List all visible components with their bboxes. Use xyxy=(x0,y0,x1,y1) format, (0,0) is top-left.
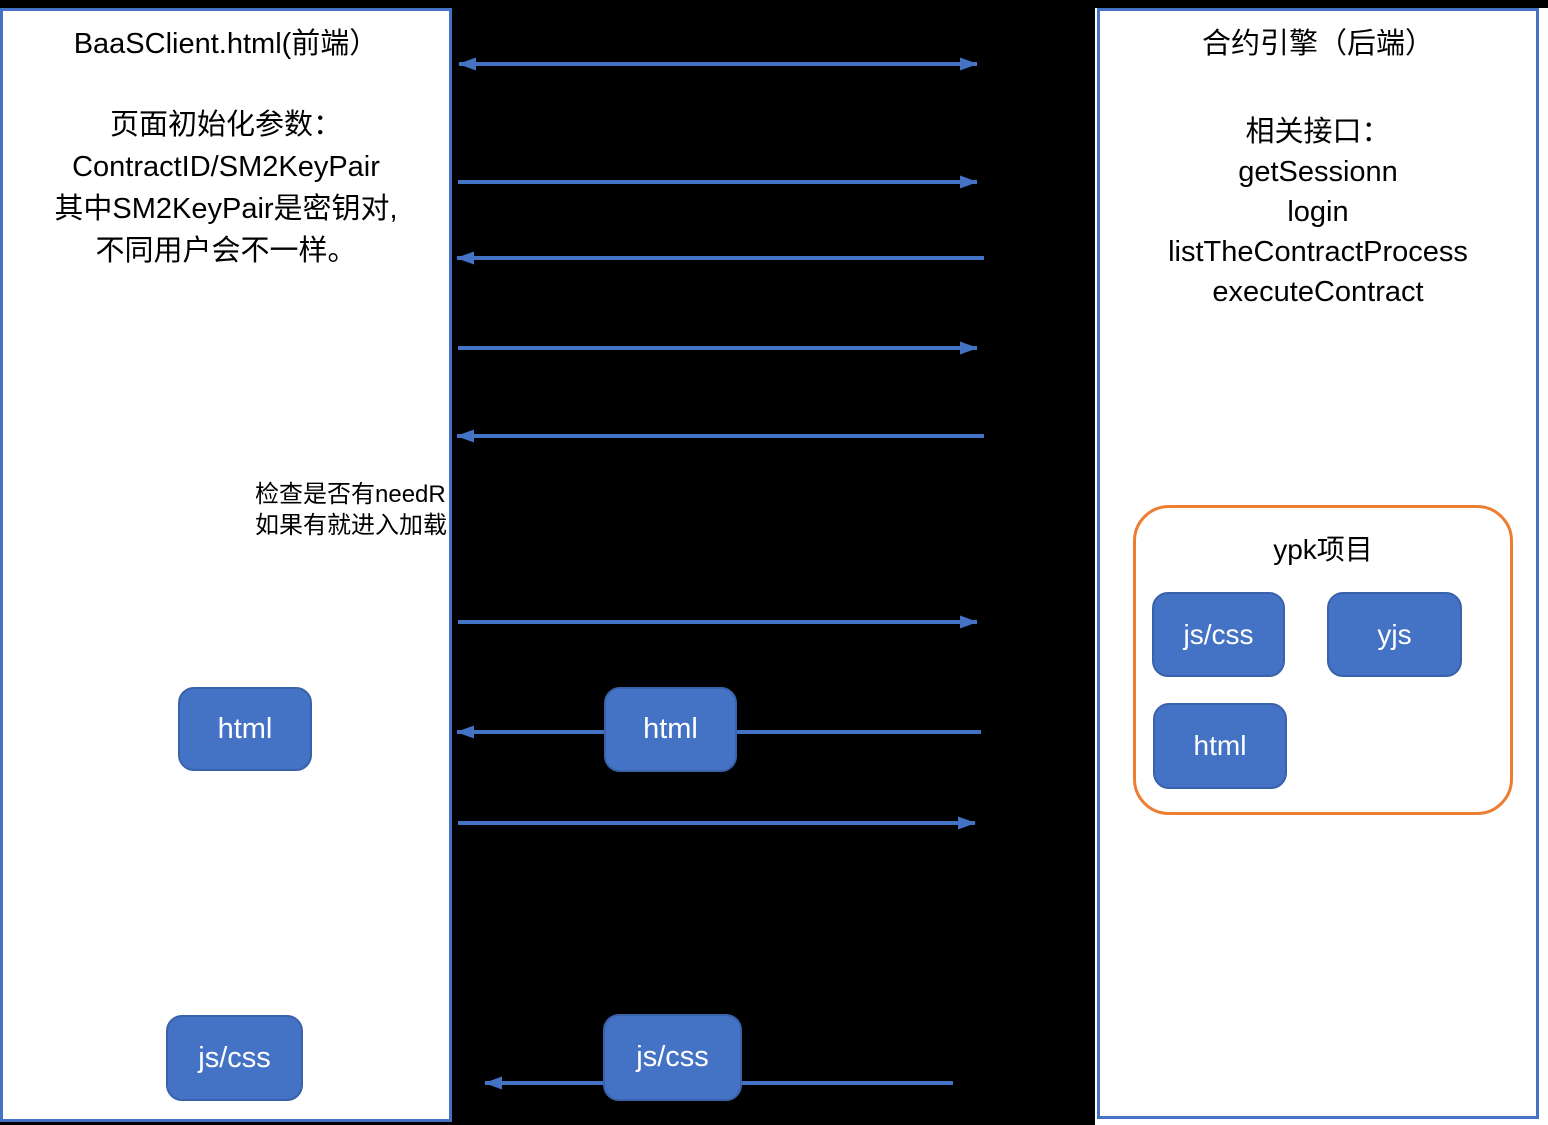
interface-item: getSessionn xyxy=(1238,156,1398,188)
ypk-yjs-box: yjs xyxy=(1327,592,1462,677)
ypk-jscss-box: js/css xyxy=(1152,592,1285,677)
init-params-line: ContractID/SM2KeyPair xyxy=(72,151,380,183)
ypk-html-box: html xyxy=(1153,703,1287,789)
init-params-line: 其中SM2KeyPair是密钥对, xyxy=(54,193,398,225)
box-label: html xyxy=(217,712,273,745)
interfaces-heading: 相关接口： xyxy=(1245,116,1391,148)
ypk-project-container: ypk项目 js/css yjs html xyxy=(1133,505,1513,815)
interface-item: login xyxy=(1287,196,1349,228)
frontend-panel: BaaSClient.html(前端） 页面初始化参数： ContractID/… xyxy=(0,8,452,1122)
box-label: js/css xyxy=(636,1041,709,1073)
interface-item: executeContract xyxy=(1212,276,1424,308)
annotation-line: 检查是否有needR xyxy=(255,481,446,508)
box-label: js/css xyxy=(198,1041,271,1074)
init-params-line: 页面初始化参数： xyxy=(109,109,342,141)
annotation-line: 如果有就进入加载 xyxy=(255,512,447,539)
box-label: html xyxy=(643,713,698,745)
check-need-annotation: 检查是否有needR 如果有就进入加载 xyxy=(255,479,447,541)
backend-interfaces: 相关接口： getSessionn login listTheContractP… xyxy=(1100,112,1536,312)
box-label: html xyxy=(1193,730,1247,761)
box-label: yjs xyxy=(1377,618,1412,650)
frontend-title: BaaSClient.html(前端） xyxy=(73,28,379,60)
ypk-title: ypk项目 xyxy=(1273,534,1373,565)
box-label: js/css xyxy=(1183,618,1254,650)
transfer-jscss-box: js/css xyxy=(603,1014,742,1101)
backend-panel: 合约引擎（后端） 相关接口： getSessionn login listThe… xyxy=(1097,8,1539,1119)
backend-title: 合约引擎（后端） xyxy=(1201,28,1434,60)
interface-item: listTheContractProcess xyxy=(1168,236,1468,268)
frontend-description: 页面初始化参数： ContractID/SM2KeyPair 其中SM2KeyP… xyxy=(3,104,449,272)
init-params-line: 不同用户会不一样。 xyxy=(95,235,357,267)
frontend-jscss-box: js/css xyxy=(166,1015,303,1101)
frontend-html-box: html xyxy=(178,687,312,771)
transfer-html-box: html xyxy=(604,687,737,772)
